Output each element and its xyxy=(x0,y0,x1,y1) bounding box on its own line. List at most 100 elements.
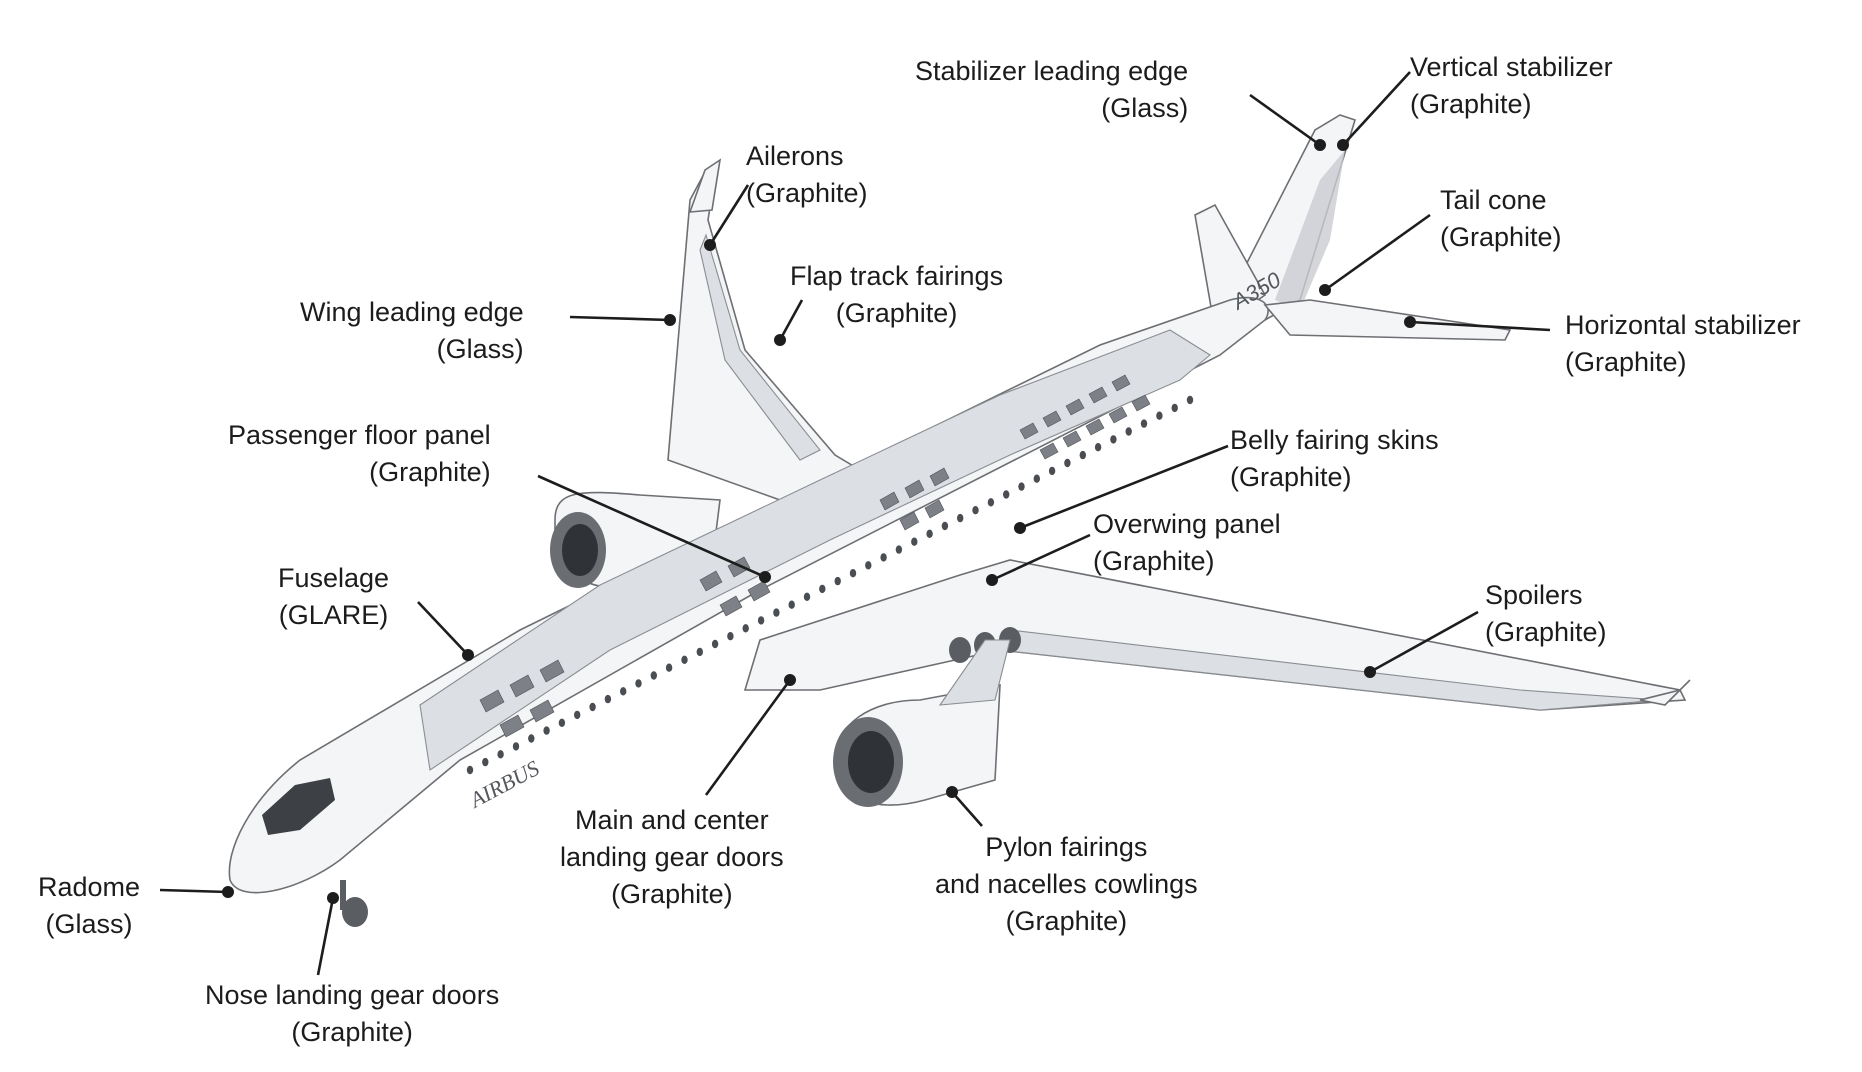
label-pylon-fairings-nacelle-cowlings: Pylon fairings and nacelles cowlings (Gr… xyxy=(935,829,1198,940)
cabin-window xyxy=(834,576,841,586)
cabin-window xyxy=(558,718,566,727)
label-title: Tail cone xyxy=(1440,185,1547,215)
label-title: Ailerons xyxy=(746,141,844,171)
label-title: Wing leading edge xyxy=(300,297,524,327)
label-material: (Graphite) xyxy=(369,457,491,487)
label-title: Vertical stabilizer xyxy=(1410,52,1613,82)
label-material: (GLARE) xyxy=(278,600,389,630)
cabin-window xyxy=(788,600,795,609)
label-material: (Graphite) xyxy=(746,178,868,208)
cabin-window xyxy=(604,694,612,704)
cabin-window xyxy=(742,624,749,633)
label-material: (Graphite) xyxy=(835,298,958,328)
leader-dots xyxy=(222,139,1416,904)
cabin-window xyxy=(941,521,949,531)
cabin-window xyxy=(865,561,872,570)
cabin-window xyxy=(1171,403,1178,413)
label-title: Spoilers xyxy=(1485,580,1583,610)
label-title: Fuselage xyxy=(278,563,390,593)
cabin-window xyxy=(696,647,703,657)
label-radome: Radome (Glass) xyxy=(38,869,140,943)
label-material: (Graphite) xyxy=(1565,347,1687,377)
cabin-window xyxy=(803,592,811,601)
cabin-window xyxy=(1125,427,1132,436)
label-wing-leading-edge: Wing leading edge (Glass) xyxy=(300,294,524,368)
label-fuselage: Fuselage (GLARE) xyxy=(278,560,389,634)
label-title: Main and center xyxy=(575,805,769,835)
cabin-window xyxy=(650,671,657,680)
label-nose-landing-gear-doors: Nose landing gear doors (Graphite) xyxy=(205,977,499,1051)
fuselage-marking: AIRBUS xyxy=(464,755,543,813)
label-material: (Glass) xyxy=(1101,93,1189,123)
cabin-window xyxy=(926,529,933,538)
label-title: Stabilizer leading edge xyxy=(915,56,1189,86)
label-flap-track-fairings: Flap track fairings (Graphite) xyxy=(790,258,1003,332)
cabin-window xyxy=(972,506,979,515)
cabin-window xyxy=(1079,450,1087,460)
label-title: Pylon fairings xyxy=(985,832,1148,862)
far-wing xyxy=(667,166,862,501)
cabin-window xyxy=(1156,411,1163,420)
near-engine-fan xyxy=(848,731,894,793)
cabin-window xyxy=(1018,482,1025,491)
nose-landing-gear xyxy=(340,880,368,927)
cabin-window xyxy=(528,734,535,743)
cabin-window xyxy=(635,679,642,688)
label-belly-fairing-skins: Belly fairing skins (Graphite) xyxy=(1230,422,1439,496)
label-stabilizer-leading-edge: Stabilizer leading edge (Glass) xyxy=(915,53,1188,127)
cabin-cutaway xyxy=(419,329,1211,771)
label-passenger-floor-panel: Passenger floor panel (Graphite) xyxy=(228,417,491,491)
cabin-window xyxy=(681,655,688,664)
label-overwing-panel: Overwing panel (Graphite) xyxy=(1093,506,1281,580)
label-spoilers: Spoilers (Graphite) xyxy=(1485,577,1607,651)
cabin-window xyxy=(711,639,719,649)
cabin-window xyxy=(895,545,903,554)
cabin-window xyxy=(1110,435,1117,444)
cabin-window xyxy=(1186,395,1194,405)
cabin-window xyxy=(543,726,550,735)
cabin-window xyxy=(497,750,504,759)
near-horizontal-stabilizer xyxy=(1263,299,1512,341)
label-material: (Graphite) xyxy=(1410,89,1532,119)
label-material: (Glass) xyxy=(436,334,524,364)
label-vertical-stabilizer: Vertical stabilizer (Graphite) xyxy=(1410,49,1613,123)
cabin-window xyxy=(1064,458,1071,468)
cabin-window xyxy=(880,553,887,562)
label-material: (Glass) xyxy=(45,909,133,939)
cabin-window xyxy=(620,687,627,696)
cabin-window xyxy=(957,513,964,523)
cabin-window xyxy=(773,608,780,617)
cockpit-windows xyxy=(262,778,335,835)
label-title: Passenger floor panel xyxy=(228,420,491,450)
cabin-seats xyxy=(479,374,1151,738)
label-title: Radome xyxy=(38,872,141,902)
label-title: Flap track fairings xyxy=(790,261,1004,291)
label-title: Nose landing gear doors xyxy=(205,980,500,1010)
near-wing-tip xyxy=(1639,679,1691,706)
label-material: (Graphite) xyxy=(1485,617,1607,647)
cabin-window xyxy=(1094,443,1102,452)
label-material: (Graphite) xyxy=(1230,462,1352,492)
label-title: Belly fairing skins xyxy=(1230,425,1439,455)
label-material: (Graphite) xyxy=(1440,222,1562,252)
cabin-window xyxy=(1140,419,1148,428)
far-wing-flaps xyxy=(699,233,821,461)
pylon xyxy=(938,639,1011,706)
far-wing-tip xyxy=(688,158,722,213)
cabin-window xyxy=(1003,490,1010,499)
label-material: (Graphite) xyxy=(1093,546,1215,576)
label-material: (Graphite) xyxy=(291,1017,413,1047)
label-tail-cone: Tail cone (Graphite) xyxy=(1440,182,1562,256)
cabin-window xyxy=(512,742,520,751)
label-title: Overwing panel xyxy=(1093,509,1281,539)
cabin-windows xyxy=(466,395,1194,775)
far-engine-fan xyxy=(562,524,598,576)
label-material: (Graphite) xyxy=(1005,906,1128,936)
cabin-window xyxy=(727,632,734,641)
label-horizontal-stabilizer: Horizontal stabilizer (Graphite) xyxy=(1565,307,1801,381)
cabin-window xyxy=(482,757,489,767)
cabin-window xyxy=(819,584,826,594)
leader-lines xyxy=(159,71,1551,976)
